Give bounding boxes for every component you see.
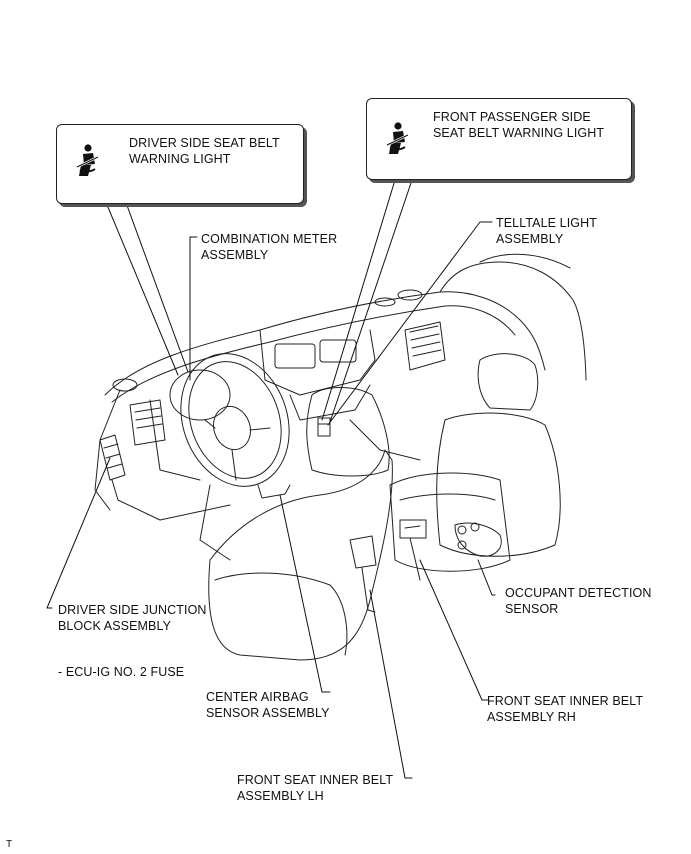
footer-code: T xyxy=(6,839,13,850)
combination-meter-label: COMBINATION METER ASSEMBLY xyxy=(201,232,338,262)
seat-belt-warning-icon xyxy=(76,144,99,176)
component-shapes xyxy=(99,417,502,613)
driver-warning-label: DRIVER SIDE SEAT BELT WARNING LIGHT xyxy=(129,136,280,166)
inner-belt-rh-label: FRONT SEAT INNER BELT ASSEMBLY RH xyxy=(487,694,644,724)
center-airbag-label: CENTER AIRBAG SENSOR ASSEMBLY xyxy=(206,690,330,720)
leader-lines xyxy=(46,179,496,779)
passenger-warning-callout: FRONT PASSENGER SIDE SEAT BELT WARNING L… xyxy=(366,98,632,180)
passenger-seat xyxy=(389,353,561,572)
inner-belt-lh-label: FRONT SEAT INNER BELT ASSEMBLY LH xyxy=(237,773,394,803)
seat-belt-warning-icon xyxy=(386,122,409,154)
passenger-warning-label: FRONT PASSENGER SIDE SEAT BELT WARNING L… xyxy=(433,110,605,140)
driver-seat xyxy=(208,387,393,661)
steering-wheel xyxy=(169,353,290,561)
occupant-sensor-label: OCCUPANT DETECTION SENSOR xyxy=(505,586,652,616)
junction-block-label: DRIVER SIDE JUNCTION BLOCK ASSEMBLY xyxy=(58,603,207,633)
driver-warning-callout: DRIVER SIDE SEAT BELT WARNING LIGHT xyxy=(56,124,304,204)
fuse-label: - ECU-IG NO. 2 FUSE xyxy=(58,665,185,679)
telltale-light-label: TELLTALE LIGHT ASSEMBLY xyxy=(496,216,597,246)
